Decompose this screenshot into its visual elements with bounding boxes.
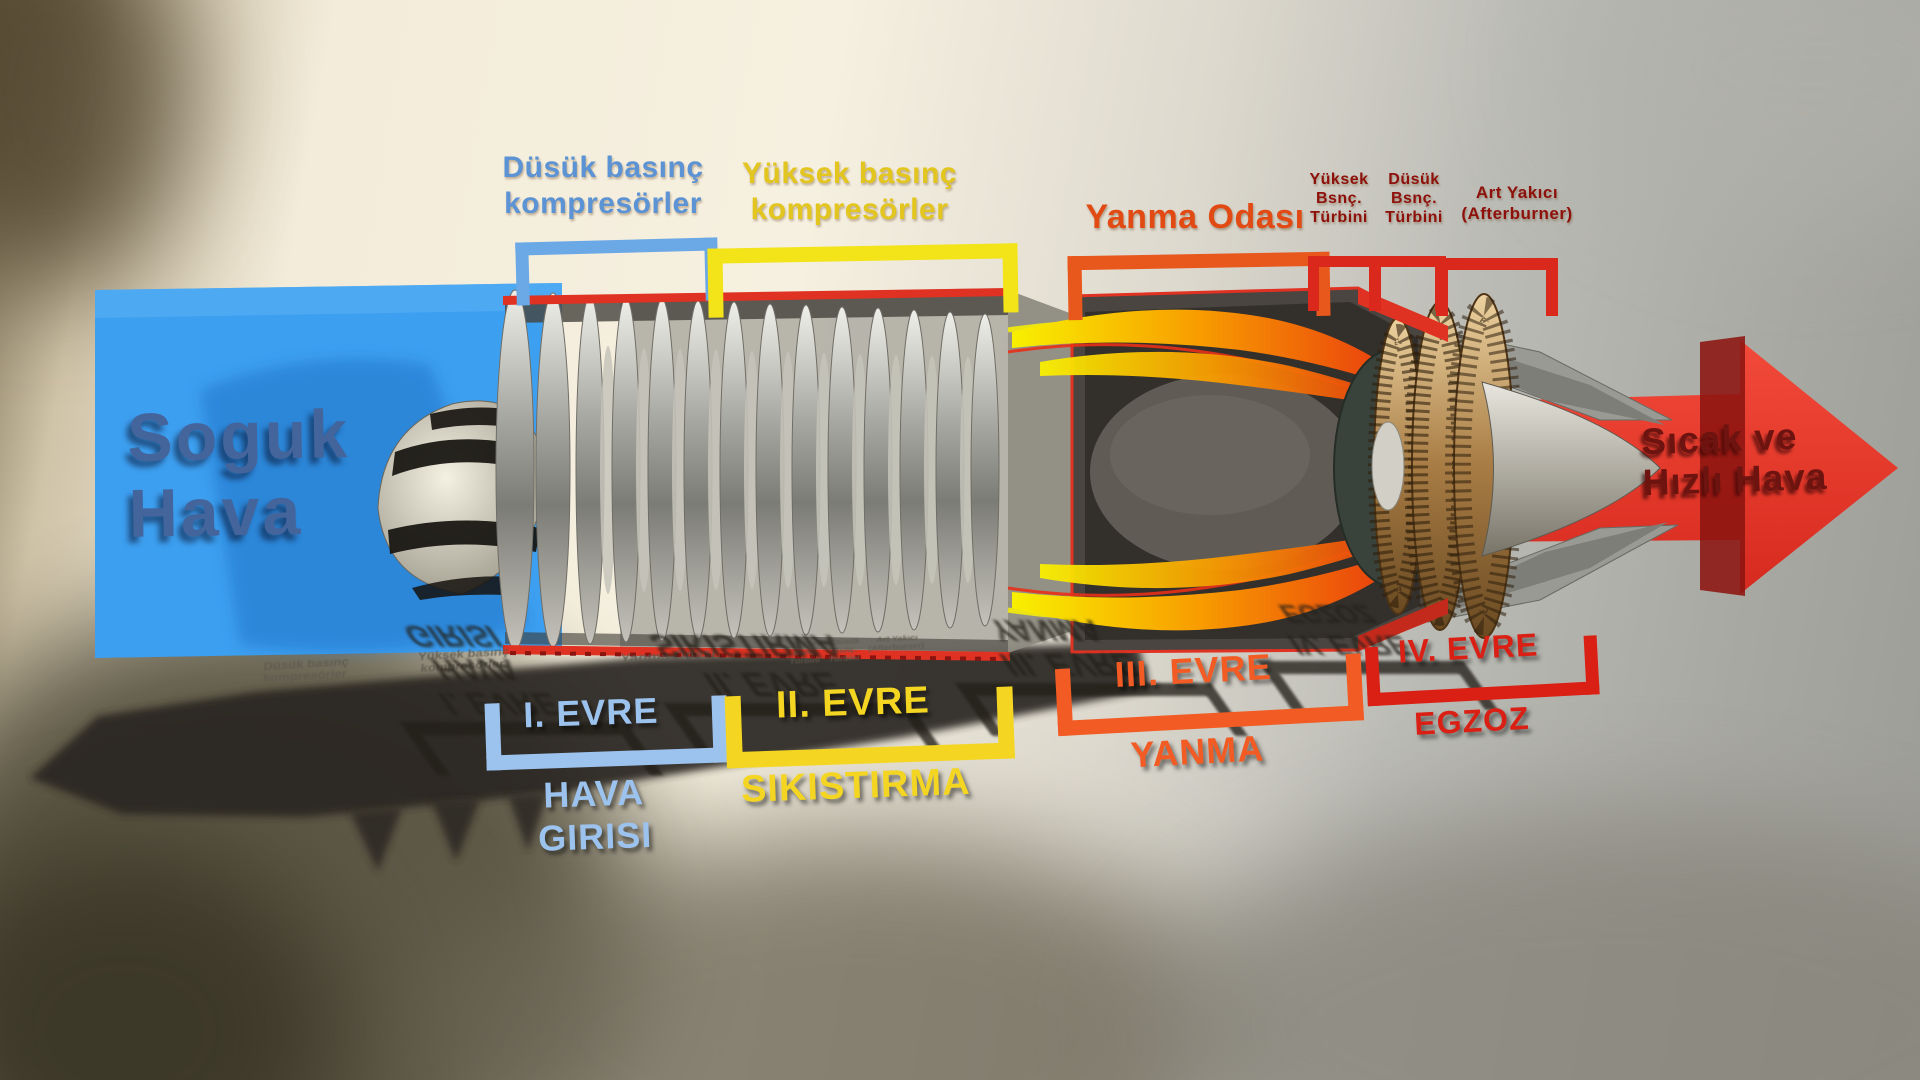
- combustion-bracket: [1067, 251, 1331, 321]
- stage-bracket: [1364, 635, 1600, 707]
- afterburner-label: Art Yakıcı (Afterburner): [1438, 182, 1596, 224]
- label-line: Yüksek basınç: [742, 157, 957, 190]
- label-line: Bsnç.: [1315, 190, 1363, 207]
- label-line: Düsük: [1388, 171, 1440, 188]
- label-line: kompresörler: [750, 193, 949, 226]
- casing-bottom-slot: [505, 632, 1008, 652]
- hot-air-label: Sıcak ve Hızlı Hava: [1641, 415, 1829, 504]
- label-line: Düsük basınç: [502, 151, 704, 184]
- stage-name: SIKISTIRMA: [740, 760, 972, 811]
- label-line: Yanma Odası: [1085, 198, 1305, 236]
- label-line: Yüksek: [1309, 171, 1369, 188]
- lp-turbine-label: Düsük Bsnç. Türbini: [1376, 170, 1452, 227]
- label-line: Art Yakıcı: [1475, 183, 1559, 202]
- cold-air-line2: Hava: [128, 473, 304, 553]
- hp-turbine-label: Yüksek Bsnç. Türbini: [1302, 170, 1376, 227]
- stage-bracket: [724, 686, 1015, 769]
- tail-cone: [1481, 381, 1661, 557]
- combustion-label: Yanma Odası: [1085, 198, 1305, 237]
- hot-air-line2: Hızlı Hava: [1642, 456, 1829, 504]
- shadow-line: EGZOZ: [1272, 599, 1384, 629]
- label-line: Bsnç.: [1390, 190, 1438, 207]
- stage-bracket: [484, 695, 729, 771]
- engine-ground-shadow: [30, 643, 1150, 872]
- lp-turbine-bracket: [1370, 256, 1446, 311]
- cold-air-line1: Soguk: [126, 396, 351, 476]
- label-line: (Afterburner): [1461, 204, 1573, 223]
- label-line: Türbini: [1385, 209, 1443, 226]
- hot-air-line1: Sıcak ve: [1640, 415, 1799, 463]
- lp-compressor-label: Düsük basınç kompresörler: [498, 150, 708, 222]
- label-line: kompresörler: [504, 187, 702, 220]
- hp-compressor-bracket: [707, 243, 1019, 318]
- compressor-blades: [495, 289, 1000, 651]
- shadow-line: SIKISTIRMA: [641, 628, 852, 664]
- hp-compressor-label: Yüksek basınç kompresörler: [742, 156, 957, 228]
- lp-compressor-bracket: [515, 237, 719, 306]
- afterburner-bracket: [1436, 258, 1558, 316]
- label-line: Türbini: [1310, 209, 1368, 226]
- cold-air-label: Soguk Hava: [127, 396, 352, 552]
- casing-red-trim: [503, 288, 1010, 661]
- shadow-line: YANMA: [980, 613, 1111, 646]
